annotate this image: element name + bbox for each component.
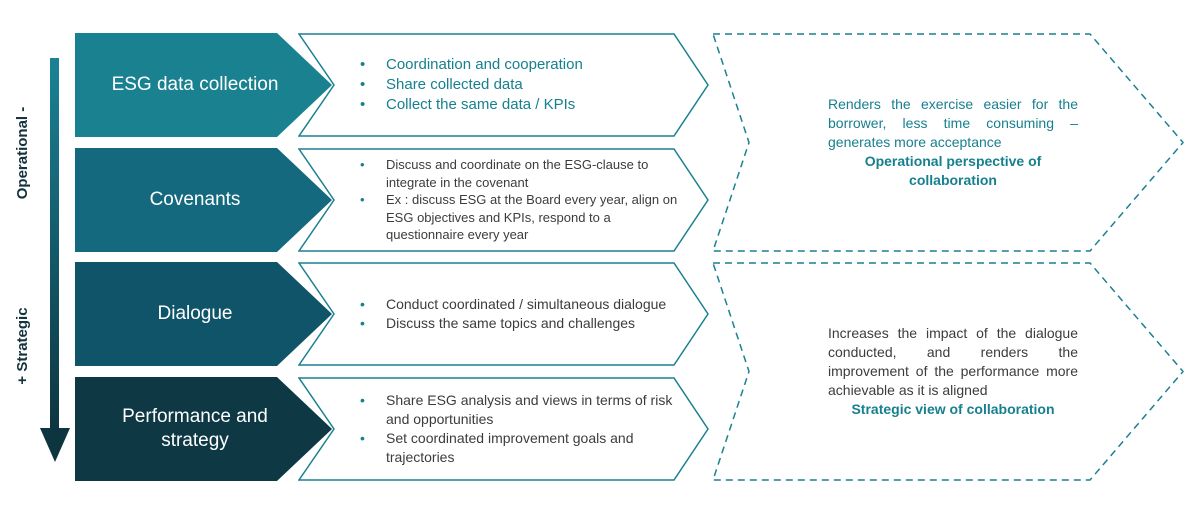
callout1-body: Renders the exercise easier for the borr… [828,96,1078,151]
row4-label: Performance and strategy [122,406,268,451]
row1-outline-chevron [298,33,709,137]
bullet-item: Share ESG analysis and views in terms of… [356,391,678,429]
row3-outline-chevron [298,262,709,366]
bullet-item: Share collected data [356,75,678,96]
row3-bullets: Conduct coordinated / simultaneous dialo… [356,262,678,366]
callout1-emphasis: Operational perspective of collaboration [864,152,1042,188]
callout1-dashed-chevron [712,33,1184,252]
bullet-item: Set coordinated improvement goals and tr… [356,429,678,467]
row2-bullets: Discuss and coordinate on the ESG-clause… [356,148,678,252]
row3-label: Dialogue [157,303,233,325]
axis-label-strategic: + Strategic [14,307,31,385]
row1-arrow-shape [75,33,332,137]
callout2-emphasis: Strategic view of collaboration [851,400,1055,417]
axis-gradient-bar [50,58,59,430]
row4-bullets: Share ESG analysis and views in terms of… [356,377,678,481]
row4-arrow-shape [75,377,332,481]
callout2-text: Increases the impact of the dialogue con… [828,262,1078,481]
axis-label-operational: Operational - [14,106,31,200]
row2-outline-chevron [298,148,709,252]
bullet-item: Coordination and cooperation [356,55,678,76]
bullet-item: Discuss the same topics and challenges [356,314,678,333]
row1-bullets: Coordination and cooperation Share colle… [356,33,678,137]
bullet-item: Collect the same data / KPIs [356,95,678,116]
axis-arrowhead-icon [40,428,70,462]
callout1-text: Renders the exercise easier for the borr… [828,33,1078,252]
bullet-item: Ex : discuss ESG at the Board every year… [356,191,678,244]
row4-outline-chevron [298,377,709,481]
bullet-item: Conduct coordinated / simultaneous dialo… [356,295,678,314]
row3-arrow-shape [75,262,332,366]
callout2-dashed-chevron [712,262,1184,481]
bullet-item: Discuss and coordinate on the ESG-clause… [356,156,678,191]
row2-label: Covenants [149,189,241,211]
row2-arrow-shape [75,148,332,252]
row1-label: ESG data collection [111,74,279,96]
callout2-body: Increases the impact of the dialogue con… [828,325,1078,398]
